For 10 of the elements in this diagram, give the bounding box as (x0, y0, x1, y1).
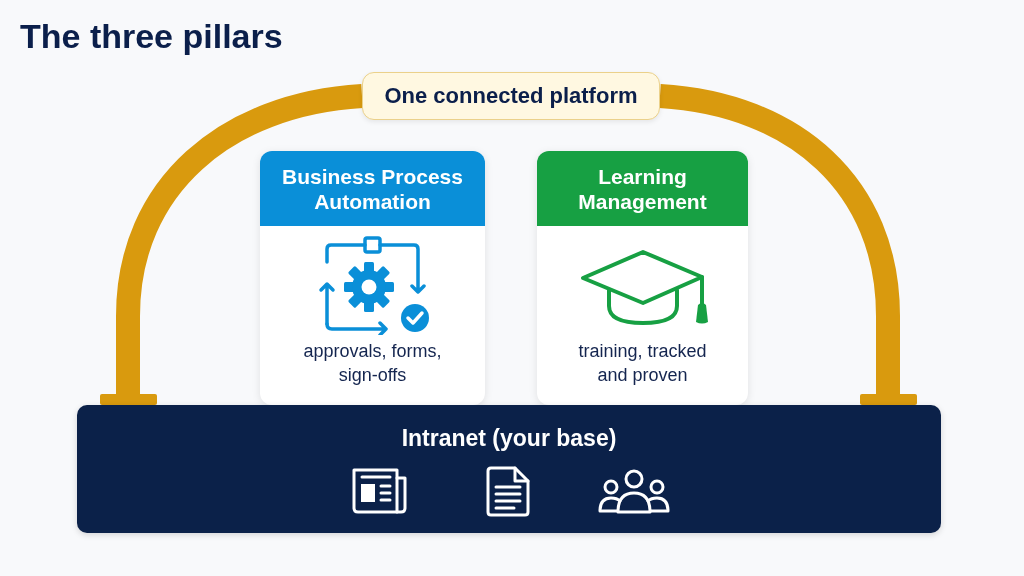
title: The three pillars (20, 16, 283, 56)
pillar-card (260, 151, 485, 405)
card-header: Learning Management (537, 151, 748, 226)
card-description: approvals, forms, sign-offs (302, 340, 443, 387)
platform-pill: One connected platform (362, 72, 660, 120)
pillar-card (537, 151, 748, 405)
card-header: Business Process Automation (260, 151, 485, 226)
base-bar (77, 405, 941, 533)
card-description: training, tracked and proven (577, 340, 708, 387)
base-title: Intranet (your base) (400, 424, 618, 453)
